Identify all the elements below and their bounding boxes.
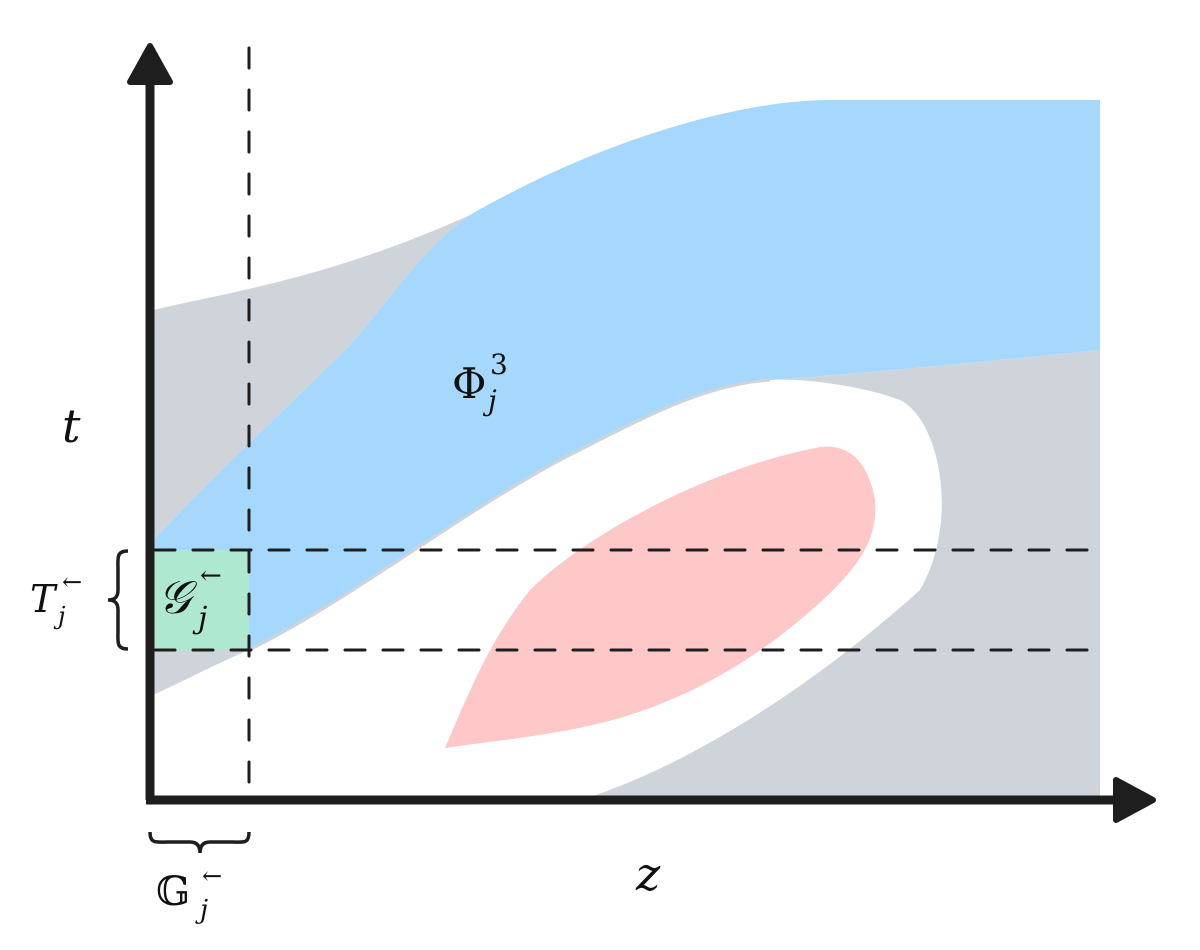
pink-region	[445, 446, 876, 748]
phi-lower-edge	[248, 378, 771, 652]
t-interval-label-sup: ←	[62, 568, 82, 596]
phi-label-base: Φ	[452, 359, 486, 408]
t-interval-label-base: T	[30, 577, 58, 621]
z-axis-arrowhead	[1113, 777, 1156, 823]
g-interval-label-base: 𝔾	[156, 869, 190, 915]
t-axis-label: t	[62, 399, 81, 453]
z-axis-label: z	[635, 847, 661, 901]
g-interval-label-sup: ←	[202, 862, 222, 890]
phi-region	[153, 100, 1100, 650]
gray-region-lower-left	[153, 650, 249, 695]
t-interval-brace	[107, 549, 129, 651]
g-interval-brace	[148, 831, 251, 854]
g-cell-label-sup: ←	[200, 561, 222, 591]
gray-region-left	[153, 215, 470, 540]
gray-region-right	[590, 350, 1100, 797]
phi-label-sup: 3	[490, 348, 508, 381]
g-interval-label-sub: j	[195, 895, 208, 925]
g-cell-region	[153, 550, 249, 650]
t-axis-arrowhead	[127, 43, 173, 85]
